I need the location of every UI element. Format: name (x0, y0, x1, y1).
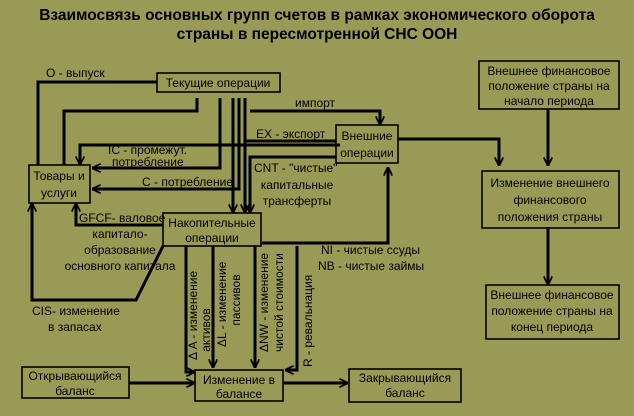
box-accum-line-2: операции (185, 231, 238, 245)
box-external-end: Внешнее финансовое положение страны на к… (485, 284, 620, 340)
box-ext-start-line-1: Внешнее финансовое (487, 64, 610, 78)
box-opening-line-2: баланс (55, 384, 95, 398)
diagram-title: Взаимосвязь основных групп счетов в рамк… (0, 6, 634, 44)
box-ext-end-line-2: положение страны на (491, 304, 613, 318)
label-delta-l-line-1: ΔL - изменение (215, 261, 229, 347)
box-goods-line-1: Товары и (33, 169, 84, 183)
label-gfcf-line-3: образование (84, 243, 156, 257)
label-revaluation: R - ревальнация (301, 275, 315, 367)
label-export: EX - экспорт (256, 127, 326, 141)
flow-delta-a (184, 246, 195, 372)
label-consumption: C - потребление (142, 175, 233, 189)
flow-import-line (250, 109, 380, 125)
label-nb: NB - чистые займы (318, 259, 424, 273)
box-closing-line-1: Закрывающийся (359, 371, 451, 385)
box-goods-services: Товары и услуги (28, 164, 91, 204)
box-external-change: Изменение внешнего финансового положения… (481, 170, 620, 229)
flow-goods-return (62, 98, 199, 165)
box-ext-change-line-3: положения страны (498, 210, 603, 224)
label-delta-nw-line-2: чистой стоимости (272, 253, 286, 352)
flow-gfcf (76, 203, 163, 227)
title-line-1: Взаимосвязь основных групп счетов в рамк… (39, 7, 595, 24)
box-balance-change-line-2: балансе (216, 387, 263, 401)
flow-output (36, 80, 157, 165)
box-balance-change-line-1: Изменение в (203, 373, 275, 387)
label-delta-a-line-1: Δ A - изменение (186, 271, 200, 360)
flow-cis (32, 203, 165, 302)
flow-cnt (250, 155, 336, 213)
box-ext-start-line-2: положение страны на (488, 79, 610, 93)
label-cis-line-1: CIS- изменение (32, 304, 120, 318)
flow-ni-nb (261, 167, 388, 245)
box-external-start: Внешнее финансовое положение страны на н… (478, 60, 620, 110)
box-ext-end-line-3: конец периода (511, 320, 594, 334)
box-closing-line-2: баланс (385, 386, 425, 400)
box-external-line-1: Внешние (342, 129, 393, 143)
box-ext-start-line-3: начало периода (504, 94, 594, 108)
flow-consumption (92, 98, 241, 189)
box-current-operations: Текущие операции (156, 72, 281, 93)
box-balance-change: Изменение в балансе (194, 369, 284, 402)
label-import: импорт (295, 96, 336, 110)
label-gfcf-line-2: капитало- (92, 227, 147, 241)
flow-import-goods (80, 143, 340, 165)
label-ic-line-2: потребление (112, 155, 184, 169)
label-cnt-line-3: трансферты (263, 194, 332, 208)
flow-ic (92, 98, 222, 168)
box-closing-balance: Закрывающийся баланс (348, 368, 462, 403)
label-delta-l-line-2: пассивов (229, 274, 243, 325)
box-opening-line-1: Открывающийся (28, 369, 121, 383)
label-ic-line-1: IC - промежут. (108, 143, 187, 157)
label-gfcf-line-1: GFCF- валовое (79, 211, 166, 225)
box-opening-balance: Открывающийся баланс (21, 366, 130, 399)
label-cis-line-2: в запасах (48, 320, 102, 334)
flow-external-to-ext-change (398, 137, 499, 166)
label-cnt-line-1: CNT - "чистые" (254, 161, 337, 175)
label-delta-a-line-2: активов (199, 308, 213, 352)
label-cnt-line-2: капитальные (261, 178, 334, 192)
box-external-line-2: операции (340, 146, 393, 160)
label-output: O - выпуск (46, 66, 105, 80)
flow-revaluation (285, 246, 299, 370)
label-ni: NI - чистые ссуды (321, 243, 420, 257)
box-current-label: Текущие операции (166, 76, 271, 90)
box-ext-end-line-1: Внешнее финансовое (490, 288, 613, 302)
box-external-operations: Внешние операции (335, 124, 399, 164)
box-ext-change-line-1: Изменение внешнего (490, 176, 609, 190)
box-ext-change-line-2: финансового (513, 193, 586, 207)
box-goods-line-2: услуги (41, 186, 77, 200)
box-accumulation-operations: Накопительные операции (162, 212, 262, 247)
label-delta-nw-line-1: ΔNW - изменение (257, 253, 271, 352)
title-line-2: страны в пересмотренной СНС ООН (176, 26, 458, 43)
box-accum-line-1: Накопительные (168, 216, 256, 230)
label-gfcf-line-4: основного капитала (65, 259, 176, 273)
